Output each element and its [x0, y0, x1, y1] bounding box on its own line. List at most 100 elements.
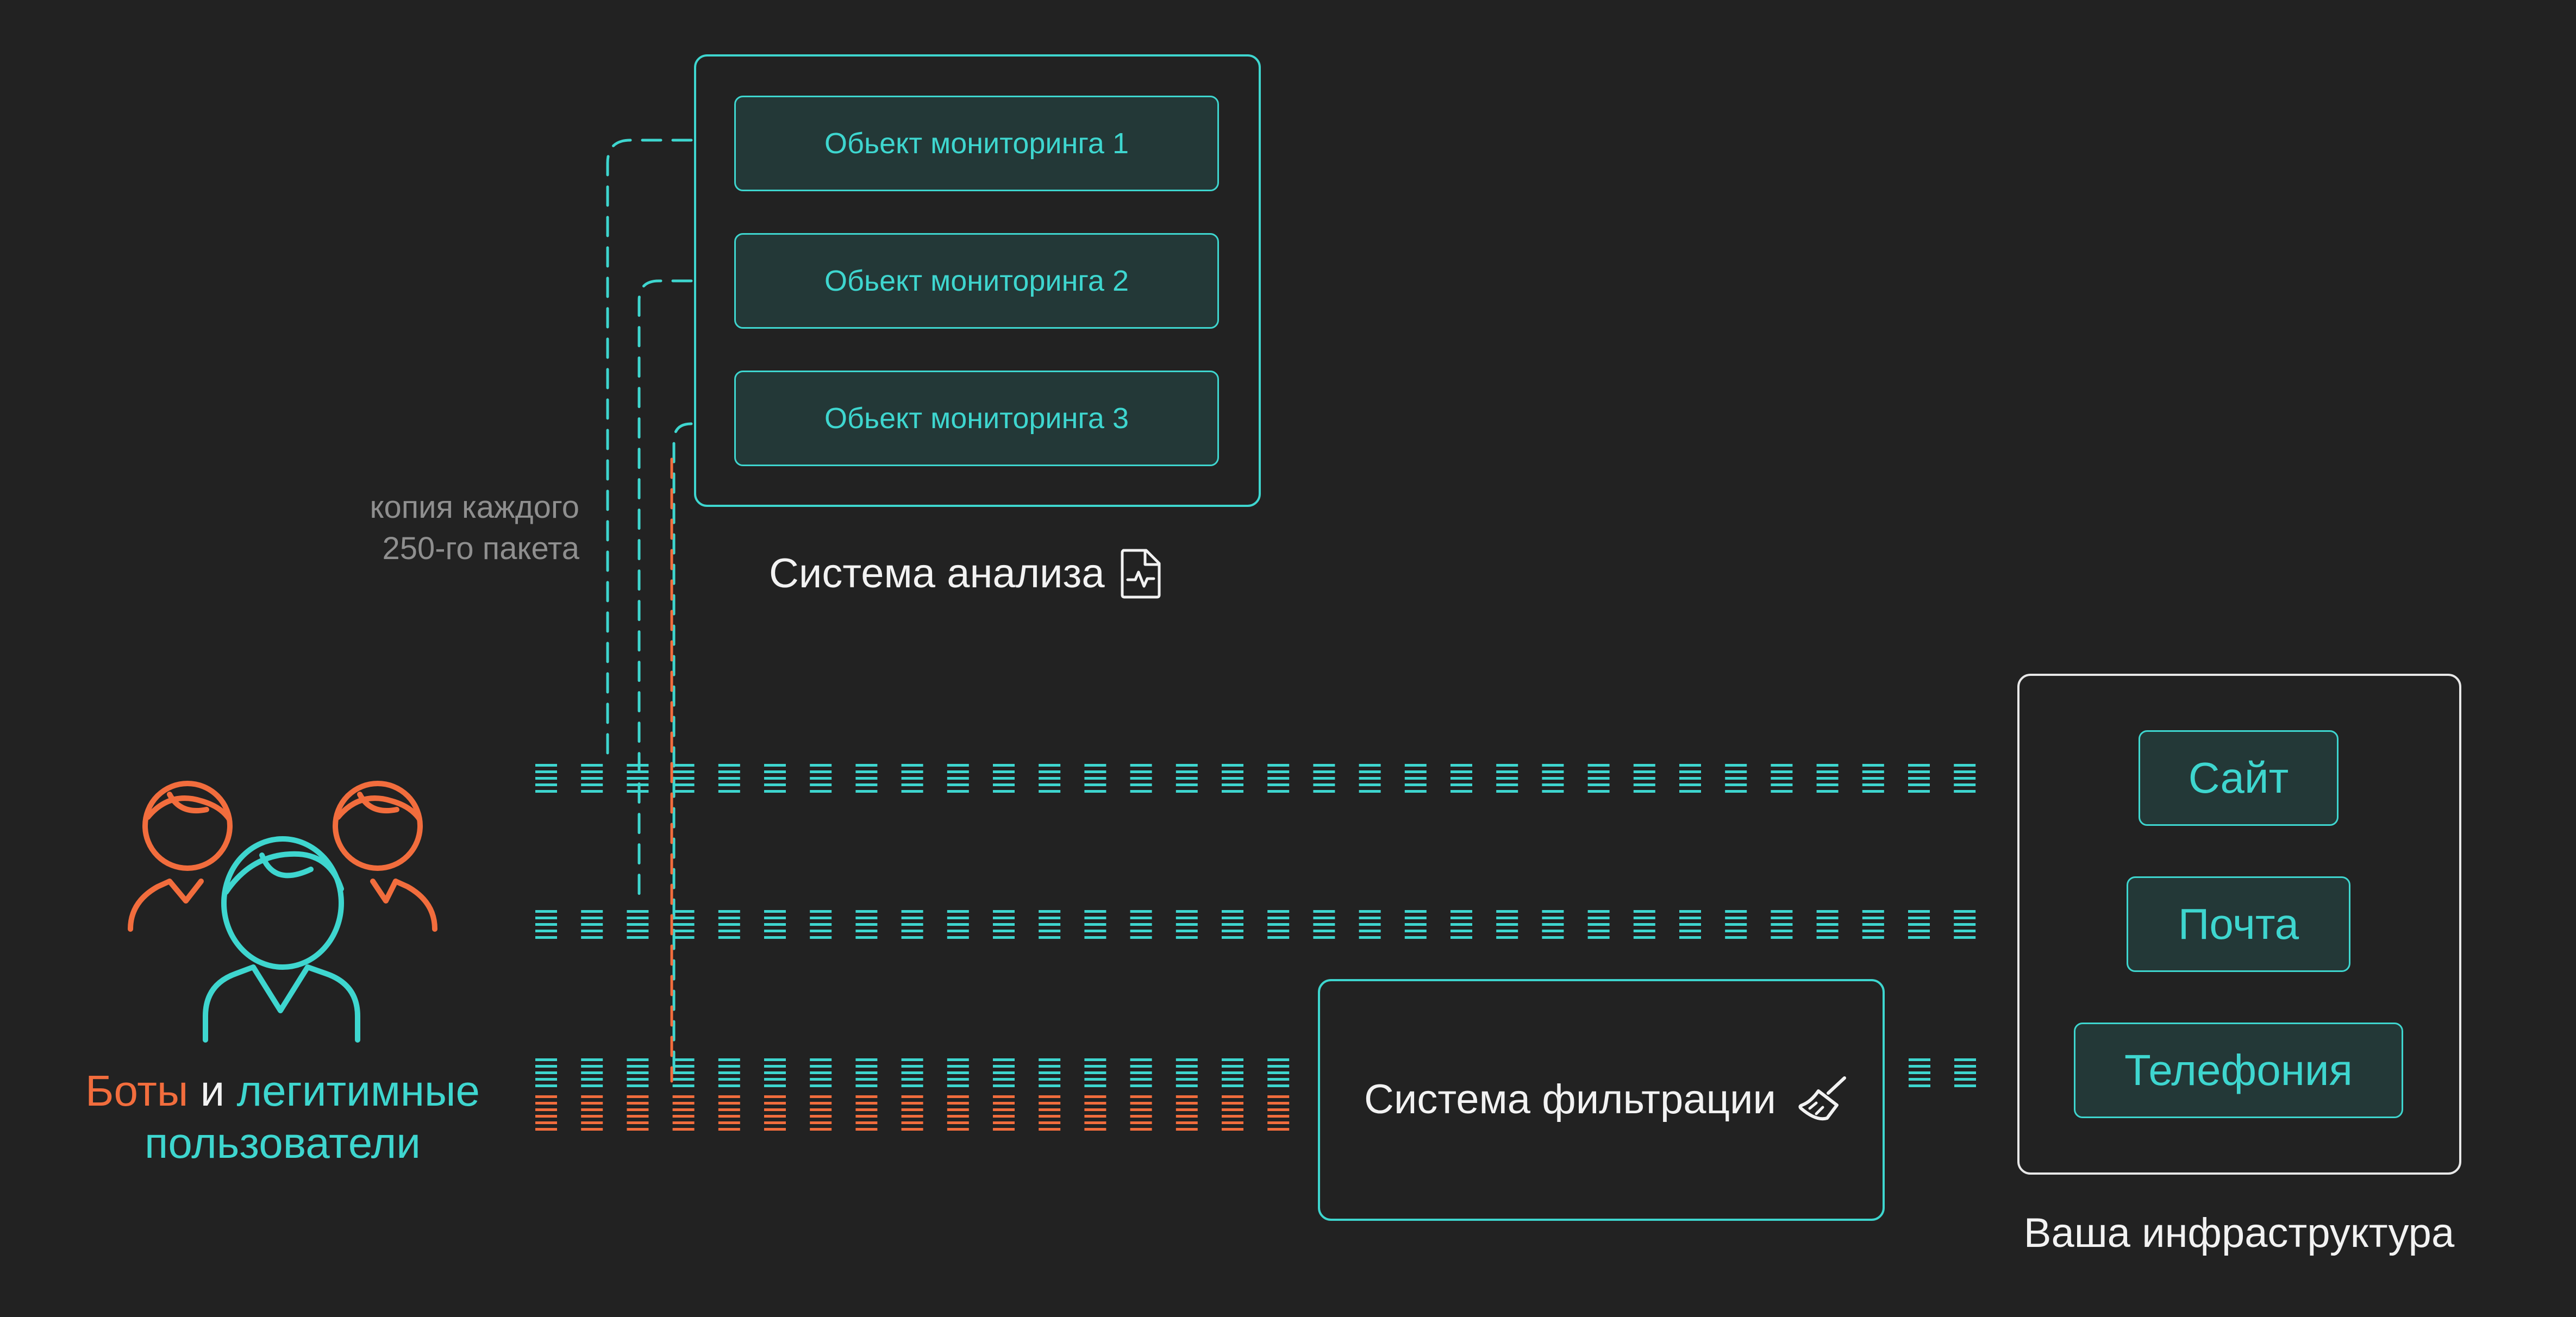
- service-mail[interactable]: Почта: [2127, 876, 2350, 972]
- packet-stream-1-packet: [993, 764, 1015, 793]
- packet-stream-3-bot-packet: [947, 1095, 969, 1131]
- filtered-packet: [1909, 1058, 1930, 1087]
- chart-document-icon: [1118, 547, 1164, 599]
- packet-stream-2-packet: [947, 910, 969, 939]
- users-caption-line-2: пользователи: [145, 1119, 421, 1167]
- packet-stream-1-packet: [1267, 764, 1290, 793]
- analysis-system-caption: Система анализа: [769, 543, 1164, 603]
- packet-stream-2-packet: [535, 910, 557, 939]
- packet-stream-3-legit-packet: [764, 1058, 786, 1087]
- packet-stream-1-packet: [672, 764, 695, 793]
- packet-stream-2-packet: [1130, 910, 1152, 939]
- packet-stream-3-legit-packet: [1130, 1058, 1152, 1087]
- packet-stream-2-packet: [1954, 910, 1976, 939]
- sampling-note-line-2: 250-го пакета: [382, 531, 579, 566]
- monitoring-object-1[interactable]: Обьект мониторинга 1: [734, 96, 1219, 191]
- filtering-system-title: Система фильтрации: [1364, 1076, 1776, 1122]
- monitoring-object-3[interactable]: Обьект мониторинга 3: [734, 371, 1219, 466]
- packet-stream-1-packet: [810, 764, 832, 793]
- packet-stream-1-packet: [1359, 764, 1381, 793]
- packet-stream-3-bot-packet: [1222, 1095, 1243, 1131]
- analysis-system-title: Система анализа: [769, 550, 1105, 597]
- packet-stream-3-bot-packet: [764, 1095, 786, 1131]
- packet-stream-1-packet: [764, 764, 786, 793]
- packet-stream-3-bot-packet: [1267, 1095, 1290, 1131]
- packet-stream-1-packet: [1725, 764, 1747, 793]
- packet-stream-1-packet: [1954, 764, 1976, 793]
- packet-stream-1-packet: [1084, 764, 1106, 793]
- packet-stream-2-packet: [627, 910, 649, 939]
- analysis-system-panel: [694, 54, 1261, 507]
- packet-stream-1-packet: [1587, 764, 1610, 793]
- packet-stream-1-packet: [1496, 764, 1518, 793]
- filtering-system-panel: [1318, 979, 1885, 1221]
- packet-stream-2-packet: [672, 910, 695, 939]
- mirror-line-1: [606, 139, 693, 762]
- packet-stream-3-bot-packet: [1039, 1095, 1061, 1131]
- packet-stream-3-legit-packet: [627, 1058, 649, 1087]
- packet-stream-2-packet: [855, 910, 878, 939]
- packet-stream-3-bot-packet: [581, 1095, 603, 1131]
- packet-stream-1-packet: [901, 764, 923, 793]
- packet-stream-1-packet: [1908, 764, 1930, 793]
- packet-stream-3-legit-packet: [1039, 1058, 1061, 1087]
- packet-stream-3-legit-packet: [718, 1058, 740, 1087]
- packet-stream-3-bot-packet: [810, 1095, 832, 1131]
- users-caption-line-1: Боты и легитимные: [43, 1065, 522, 1117]
- packet-stream-3-legit-packet: [901, 1058, 923, 1087]
- packet-stream-3-legit-packet: [1267, 1058, 1290, 1087]
- service-telephony[interactable]: Телефония: [2074, 1023, 2403, 1118]
- filtered-packet: [1954, 1058, 1976, 1087]
- packet-stream-3-legit-packet: [672, 1058, 695, 1087]
- monitoring-object-2[interactable]: Обьект мониторинга 2: [734, 233, 1219, 329]
- packet-stream-1-packet: [1222, 764, 1243, 793]
- packet-stream-3-bot-packet: [901, 1095, 923, 1131]
- broom-icon: [1795, 1075, 1849, 1124]
- service-website[interactable]: Сайт: [2139, 730, 2339, 826]
- packet-stream-2-packet: [1222, 910, 1243, 939]
- infrastructure-caption: Ваша инфраструктура: [2023, 1210, 2455, 1256]
- filtering-system-caption: Система фильтрации: [1364, 1069, 1849, 1129]
- packet-stream-3-bot-packet: [627, 1095, 649, 1131]
- packet-stream-3-bot-packet: [993, 1095, 1015, 1131]
- bots-label: Боты: [85, 1067, 189, 1115]
- packet-stream-2-packet: [1039, 910, 1061, 939]
- packet-stream-2-packet: [1771, 910, 1793, 939]
- packet-stream-2-packet: [901, 910, 923, 939]
- packet-stream-1-packet: [947, 764, 969, 793]
- packet-stream-2-packet: [1908, 910, 1930, 939]
- packet-stream-3-legit-packet: [855, 1058, 878, 1087]
- packet-stream-3-legit-packet: [535, 1058, 557, 1087]
- packet-stream-3-bot-packet: [535, 1095, 557, 1131]
- packet-stream-2-packet: [764, 910, 786, 939]
- packet-stream-2-packet: [1267, 910, 1290, 939]
- packet-stream-2-packet: [581, 910, 603, 939]
- packet-stream-1-packet: [855, 764, 878, 793]
- packet-stream-3-bot-packet: [855, 1095, 878, 1131]
- packet-stream-2-packet: [1313, 910, 1335, 939]
- packet-stream-2-packet: [1450, 910, 1472, 939]
- packet-stream-2-packet: [1084, 910, 1106, 939]
- packet-stream-2-packet: [1587, 910, 1610, 939]
- packet-stream-2-packet: [1679, 910, 1701, 939]
- packet-stream-2-packet: [1359, 910, 1381, 939]
- packet-stream-3-legit-packet: [947, 1058, 969, 1087]
- packet-stream-1-packet: [1404, 764, 1427, 793]
- packet-stream-3-bot-packet: [1130, 1095, 1152, 1131]
- users-caption: Боты и легитимные пользователи: [43, 1065, 522, 1169]
- packet-stream-1-packet: [1450, 764, 1472, 793]
- mirror-line-3: [672, 422, 693, 1083]
- sampling-note-line-1: копия каждого: [370, 490, 579, 525]
- sampling-note: копия каждого 250-го пакета: [261, 487, 579, 569]
- legitimate-label: легитимные: [236, 1067, 480, 1115]
- packet-stream-3-legit-packet: [581, 1058, 603, 1087]
- packet-stream-3-bot-packet: [672, 1095, 695, 1131]
- packet-stream-3-bot-packet: [1176, 1095, 1198, 1131]
- infrastructure-panel: [2017, 674, 2461, 1175]
- packet-stream-2-packet: [810, 910, 832, 939]
- packet-stream-1-packet: [1130, 764, 1152, 793]
- packet-stream-2-packet: [718, 910, 740, 939]
- packet-stream-1-packet: [1542, 764, 1564, 793]
- packet-stream-3-bot-packet: [1084, 1095, 1106, 1131]
